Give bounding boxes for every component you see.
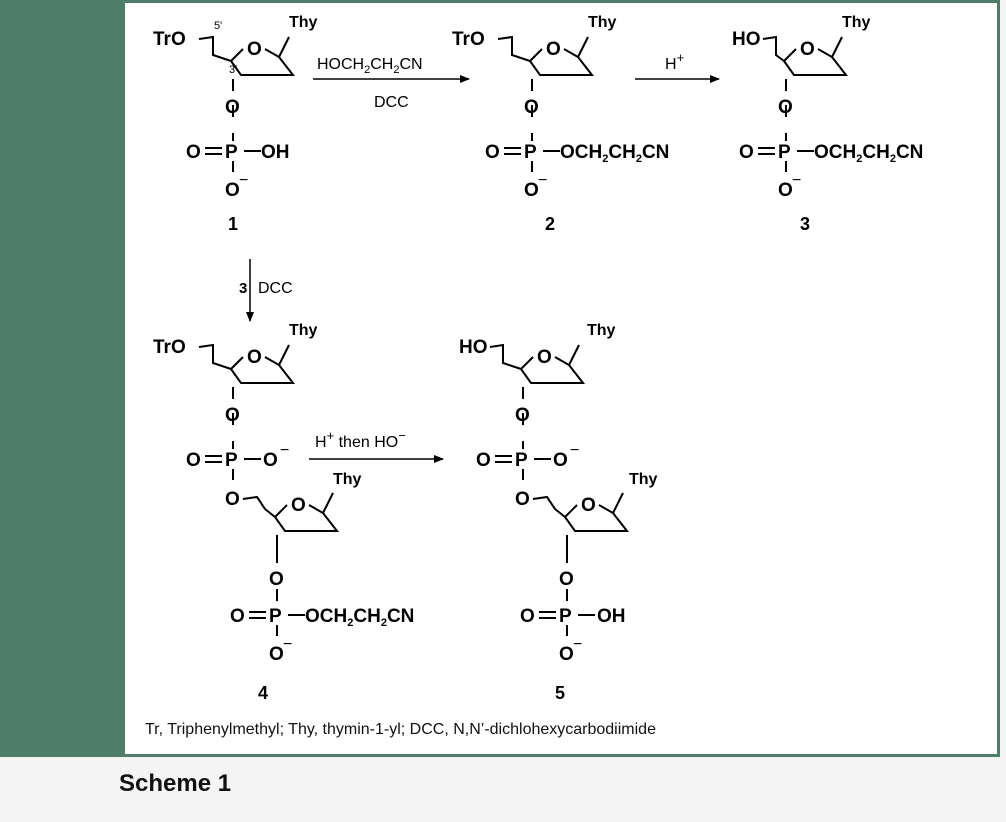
- ring-oxygen: O: [800, 39, 815, 60]
- reagent-minus: −: [398, 428, 406, 443]
- accent-band: [3, 3, 125, 754]
- reagent-plus: +: [677, 50, 685, 65]
- linking-oxygen: O: [225, 489, 240, 510]
- scheme-title: Scheme 1: [119, 770, 232, 797]
- phosphoryl-oxygen: O: [186, 142, 201, 163]
- negative-charge: −: [283, 636, 292, 653]
- negative-charge: −: [573, 636, 582, 653]
- ring-oxygen: O: [247, 347, 262, 368]
- bridge-oxygen: O: [559, 569, 574, 590]
- reagent-dcc: DCC: [258, 280, 293, 297]
- anionic-oxygen: O: [225, 180, 240, 201]
- arrow-2-to-3: H+: [635, 50, 720, 83]
- tro-label: TrO: [452, 29, 485, 50]
- compound-3: HO O Thy O O P OCH2CH2CN O − 3: [732, 14, 923, 234]
- phosphorus: P: [225, 450, 238, 471]
- negative-charge: −: [570, 442, 579, 459]
- phosphoryl-oxygen: O: [186, 450, 201, 471]
- thy-label: Thy: [587, 322, 616, 339]
- anionic-oxygen: O: [778, 180, 793, 201]
- reagent-plus: +: [327, 428, 335, 443]
- svg-text:H+: H+: [665, 50, 684, 73]
- thy-label: Thy: [629, 471, 658, 488]
- reagent-cn: CN: [399, 56, 422, 73]
- arrow-1-to-4: 3 DCC: [239, 259, 293, 322]
- compound-4: TrO O Thy O O P O − O O T: [153, 322, 414, 703]
- phosphorus: P: [559, 606, 572, 627]
- reagent-h: H: [665, 56, 677, 73]
- thy-label: Thy: [289, 322, 318, 339]
- negative-charge: −: [792, 172, 801, 189]
- thy-label: Thy: [588, 14, 617, 31]
- phosphoryl-oxygen: O: [739, 142, 754, 163]
- ring-oxygen: O: [537, 347, 552, 368]
- compound-5: HO O Thy O O P O − O O Th: [459, 322, 658, 703]
- position-5-label: 5': [214, 20, 222, 32]
- compound-number-4: 4: [258, 683, 268, 703]
- anionic-oxygen: O: [524, 180, 539, 201]
- phosphorus: P: [225, 142, 238, 163]
- svg-text:H+ then HO−: H+ then HO−: [315, 428, 406, 451]
- bridge-oxygen: O: [269, 569, 284, 590]
- cyanoethyl-group: OCH2CH2CN: [305, 606, 414, 629]
- ring-oxygen: O: [546, 39, 561, 60]
- anionic-oxygen: O: [559, 644, 574, 665]
- arrow-1-to-2: HOCH2CH2CN DCC: [313, 56, 470, 111]
- compound-number-2: 2: [545, 214, 555, 234]
- ho-label: HO: [459, 337, 488, 358]
- reaction-scheme: TrO 5' 3' O Thy O O P OH O − 1 HOCH2CH2: [153, 14, 923, 703]
- scheme-footnote: Tr, Triphenylmethyl; Thy, thymin-1-yl; D…: [145, 721, 656, 738]
- linking-oxygen: O: [515, 489, 530, 510]
- thy-label: Thy: [842, 14, 871, 31]
- thy-label: Thy: [289, 14, 318, 31]
- phosphoryl-oxygen: O: [476, 450, 491, 471]
- negative-charge: −: [239, 172, 248, 189]
- ring-oxygen: O: [581, 495, 596, 516]
- phosphorus: P: [515, 450, 528, 471]
- compound-number-5: 5: [555, 683, 565, 703]
- compound-2: TrO O Thy O O P OCH2CH2CN O − 2: [452, 14, 669, 234]
- scheme-card: TrO 5' 3' O Thy O O P OH O − 1 HOCH2CH2: [0, 0, 1000, 757]
- cyanoethyl-group: OCH2CH2CN: [814, 142, 923, 165]
- compound-number-1: 1: [228, 214, 238, 234]
- ring-oxygen: O: [247, 39, 262, 60]
- hydroxyl-label: OH: [597, 606, 626, 627]
- phosphoryl-oxygen: O: [520, 606, 535, 627]
- cyanoethyl-group: OCH2CH2CN: [560, 142, 669, 165]
- arrow-4-to-5: H+ then HO−: [309, 428, 444, 463]
- thy-label: Thy: [333, 471, 362, 488]
- phosphorus: P: [524, 142, 537, 163]
- compound-1: TrO 5' 3' O Thy O O P OH O − 1: [153, 14, 318, 234]
- reagent-dcc: DCC: [374, 94, 409, 111]
- tro-label: TrO: [153, 29, 186, 50]
- reagent-then-ho: then HO: [334, 434, 398, 451]
- ring-oxygen: O: [291, 495, 306, 516]
- hydroxyl-label: OH: [261, 142, 290, 163]
- position-3-label: 3': [229, 64, 237, 76]
- reagent-hoch: HOCH: [317, 56, 364, 73]
- phosphorus: P: [269, 606, 282, 627]
- negative-charge: −: [538, 172, 547, 189]
- anionic-oxygen: O: [263, 450, 278, 471]
- phosphorus: P: [778, 142, 791, 163]
- anionic-oxygen: O: [269, 644, 284, 665]
- reagent-h: H: [315, 434, 327, 451]
- phosphoryl-oxygen: O: [230, 606, 245, 627]
- svg-text:HOCH2CH2CN: HOCH2CH2CN: [317, 56, 423, 76]
- ho-label: HO: [732, 29, 761, 50]
- phosphoryl-oxygen: O: [485, 142, 500, 163]
- tro-label: TrO: [153, 337, 186, 358]
- anionic-oxygen: O: [553, 450, 568, 471]
- negative-charge: −: [280, 442, 289, 459]
- reagent-compound-3: 3: [239, 280, 247, 297]
- compound-number-3: 3: [800, 214, 810, 234]
- reagent-ch: CH: [370, 56, 393, 73]
